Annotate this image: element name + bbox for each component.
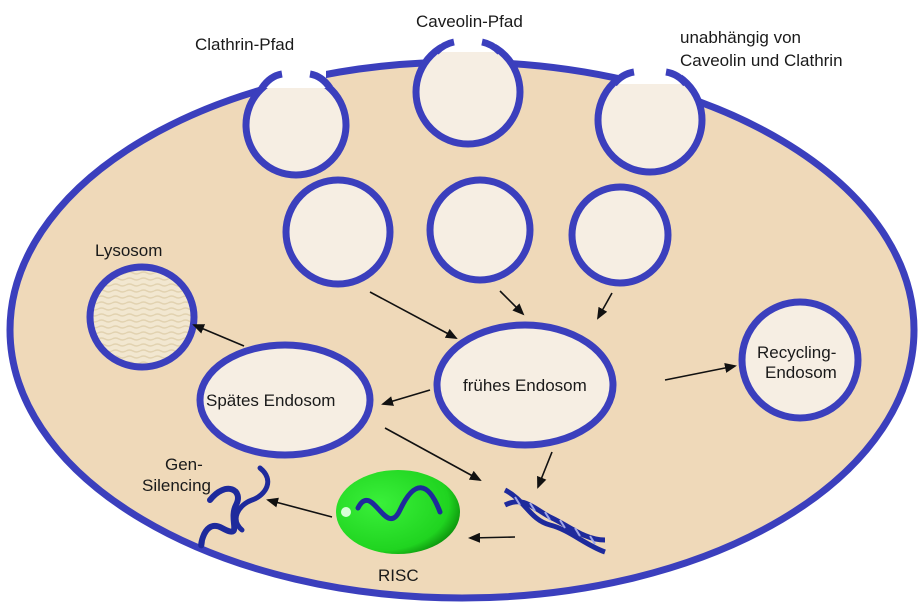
clathrin-vesicle bbox=[286, 180, 390, 284]
label-gene-silencing-line1: Gen- bbox=[165, 455, 203, 474]
label-late-endosome: Spätes Endosom bbox=[206, 391, 335, 410]
caveolin-vesicle bbox=[430, 180, 530, 280]
label-independent-line2: Caveolin und Clathrin bbox=[680, 51, 843, 70]
label-independent-line1: unabhängig von bbox=[680, 28, 801, 47]
clathrin-pit bbox=[246, 75, 346, 175]
caveolin-pit bbox=[416, 40, 520, 144]
label-early-endosome: frühes Endosom bbox=[463, 376, 587, 395]
lysosome bbox=[90, 267, 194, 367]
label-lysosome: Lysosom bbox=[95, 241, 162, 260]
label-gene-silencing-line2: Silencing bbox=[142, 476, 211, 495]
arrow-sirna-to-risc bbox=[470, 537, 515, 538]
label-caveolin-pathway: Caveolin-Pfad bbox=[416, 12, 523, 31]
label-recycling-line1: Recycling- bbox=[757, 343, 836, 362]
label-risc: RISC bbox=[378, 566, 419, 585]
independent-vesicle bbox=[572, 187, 668, 283]
label-clathrin-pathway: Clathrin-Pfad bbox=[195, 35, 294, 54]
label-recycling-line2: Endosom bbox=[765, 363, 837, 382]
